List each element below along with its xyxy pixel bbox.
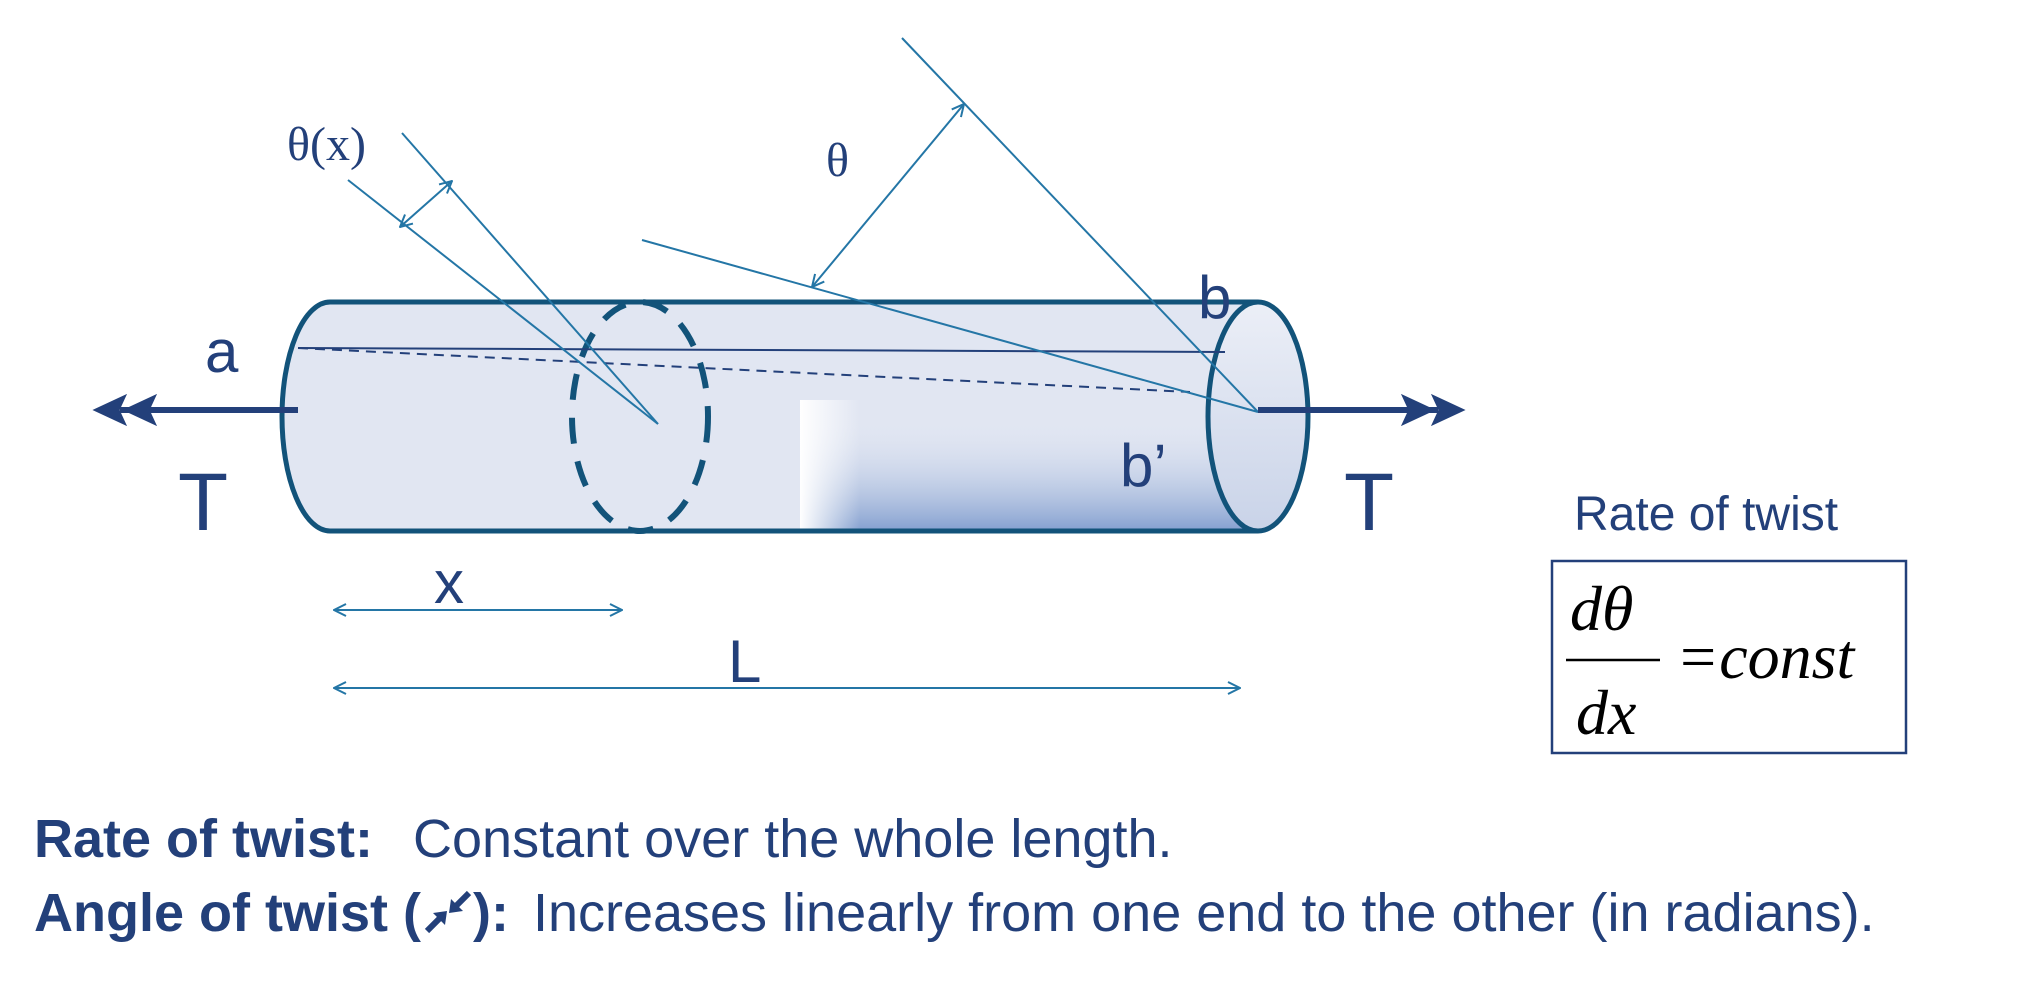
theta-arc-arrow bbox=[812, 104, 964, 287]
point-b-prime-label: b’ bbox=[1120, 432, 1167, 499]
cross-section bbox=[569, 299, 711, 534]
angle-of-twist-description: Increases linearly from one end to the o… bbox=[532, 883, 1875, 943]
formula-denominator: dx bbox=[1576, 677, 1636, 748]
twist-angle-lines bbox=[347, 37, 1259, 425]
rate-of-twist-description: Constant over the whole length. bbox=[413, 809, 1173, 869]
diagonal-arrows-icon bbox=[421, 886, 473, 934]
rate-of-twist-term: Rate of twist: bbox=[34, 809, 374, 869]
theta-x-arc-arrow bbox=[400, 181, 452, 227]
torque-arrows bbox=[92, 393, 1466, 427]
rate-of-twist-formula: dθ dx =const bbox=[1550, 559, 1908, 755]
formula-numerator: dθ bbox=[1570, 573, 1633, 644]
rate-of-twist-statement: Rate of twist: Constant over the whole le… bbox=[34, 808, 1173, 870]
theta-x-label: θ(x) bbox=[287, 118, 366, 171]
torque-left-label: T bbox=[178, 457, 228, 548]
torque-right-label: T bbox=[1344, 457, 1394, 548]
theta-label: θ bbox=[826, 134, 849, 187]
angle-of-twist-statement: Angle of twist (): Increases linearly fro… bbox=[34, 882, 1875, 944]
dimension-arrows bbox=[334, 610, 1240, 688]
point-b-label: b bbox=[1198, 264, 1231, 331]
shaft-end-cap bbox=[1205, 299, 1311, 534]
x-label: x bbox=[434, 549, 464, 616]
point-a-label: a bbox=[205, 318, 239, 385]
line-a-b-prime bbox=[297, 347, 1191, 393]
angle-of-twist-term: Angle of twist (): bbox=[34, 883, 509, 943]
rate-of-twist-caption: Rate of twist bbox=[1574, 488, 1838, 541]
formula-rhs: =const bbox=[1676, 621, 1857, 692]
L-label: L bbox=[728, 628, 761, 695]
line-a-b bbox=[297, 347, 1226, 353]
